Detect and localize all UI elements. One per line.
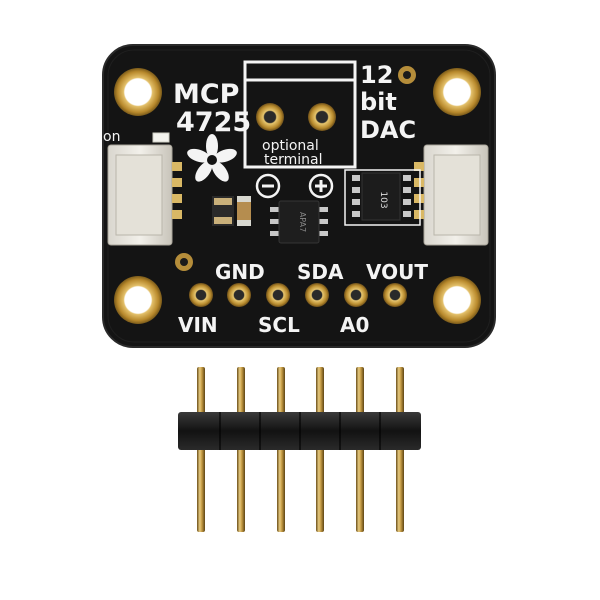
pin-pad-scl [266,283,290,307]
pin-pad-vout [383,283,407,307]
stemma-connector-left [107,144,182,246]
pin-label-gnd: GND [215,260,265,284]
pin-label-scl: SCL [258,313,300,337]
pin-label-vout: VOUT [366,260,428,284]
mounting-hole-bottom-right [433,276,481,324]
pin-pad-gnd [227,283,251,307]
pin-pad-sda [305,283,329,307]
terminal-pad-plus [308,103,336,131]
capacitor-components [212,196,251,226]
header-strip [178,367,421,532]
spec-line1: 12 [360,61,393,89]
terminal-pad-minus [256,103,284,131]
resistor-array: 103 [344,169,421,226]
terminal-outline [243,60,357,169]
dac-chip: APA7 [270,200,328,244]
pin-label-sda: SDA [297,260,344,284]
terminal-label-line2: terminal [264,152,322,168]
title-line2: 4725 [176,107,251,138]
stemma-connector-right [414,144,489,246]
spec-line3: DAC [360,116,416,144]
polarity-plus-icon [308,173,334,199]
pin-label-a0: A0 [340,313,369,337]
terminal-label-line1: optional [262,138,319,154]
title-line1: MCP [173,79,239,110]
spec-line2: bit [360,88,397,116]
chip-marking: APA7 [298,212,307,232]
power-led [152,132,170,143]
pin-pad-vin [189,283,213,307]
mounting-hole-top-right [433,68,481,116]
power-on-label: on [103,129,120,145]
mounting-hole-bottom-left [114,276,162,324]
mounting-hole-top-left [114,68,162,116]
adafruit-flower-logo [187,134,237,182]
pin-label-vin: VIN [178,313,218,337]
polarity-minus-icon [255,173,281,199]
resistor-marking: 103 [378,191,388,208]
pin-pad-a0 [344,283,368,307]
mounting-holes [114,68,481,324]
pin-pads [189,283,407,307]
